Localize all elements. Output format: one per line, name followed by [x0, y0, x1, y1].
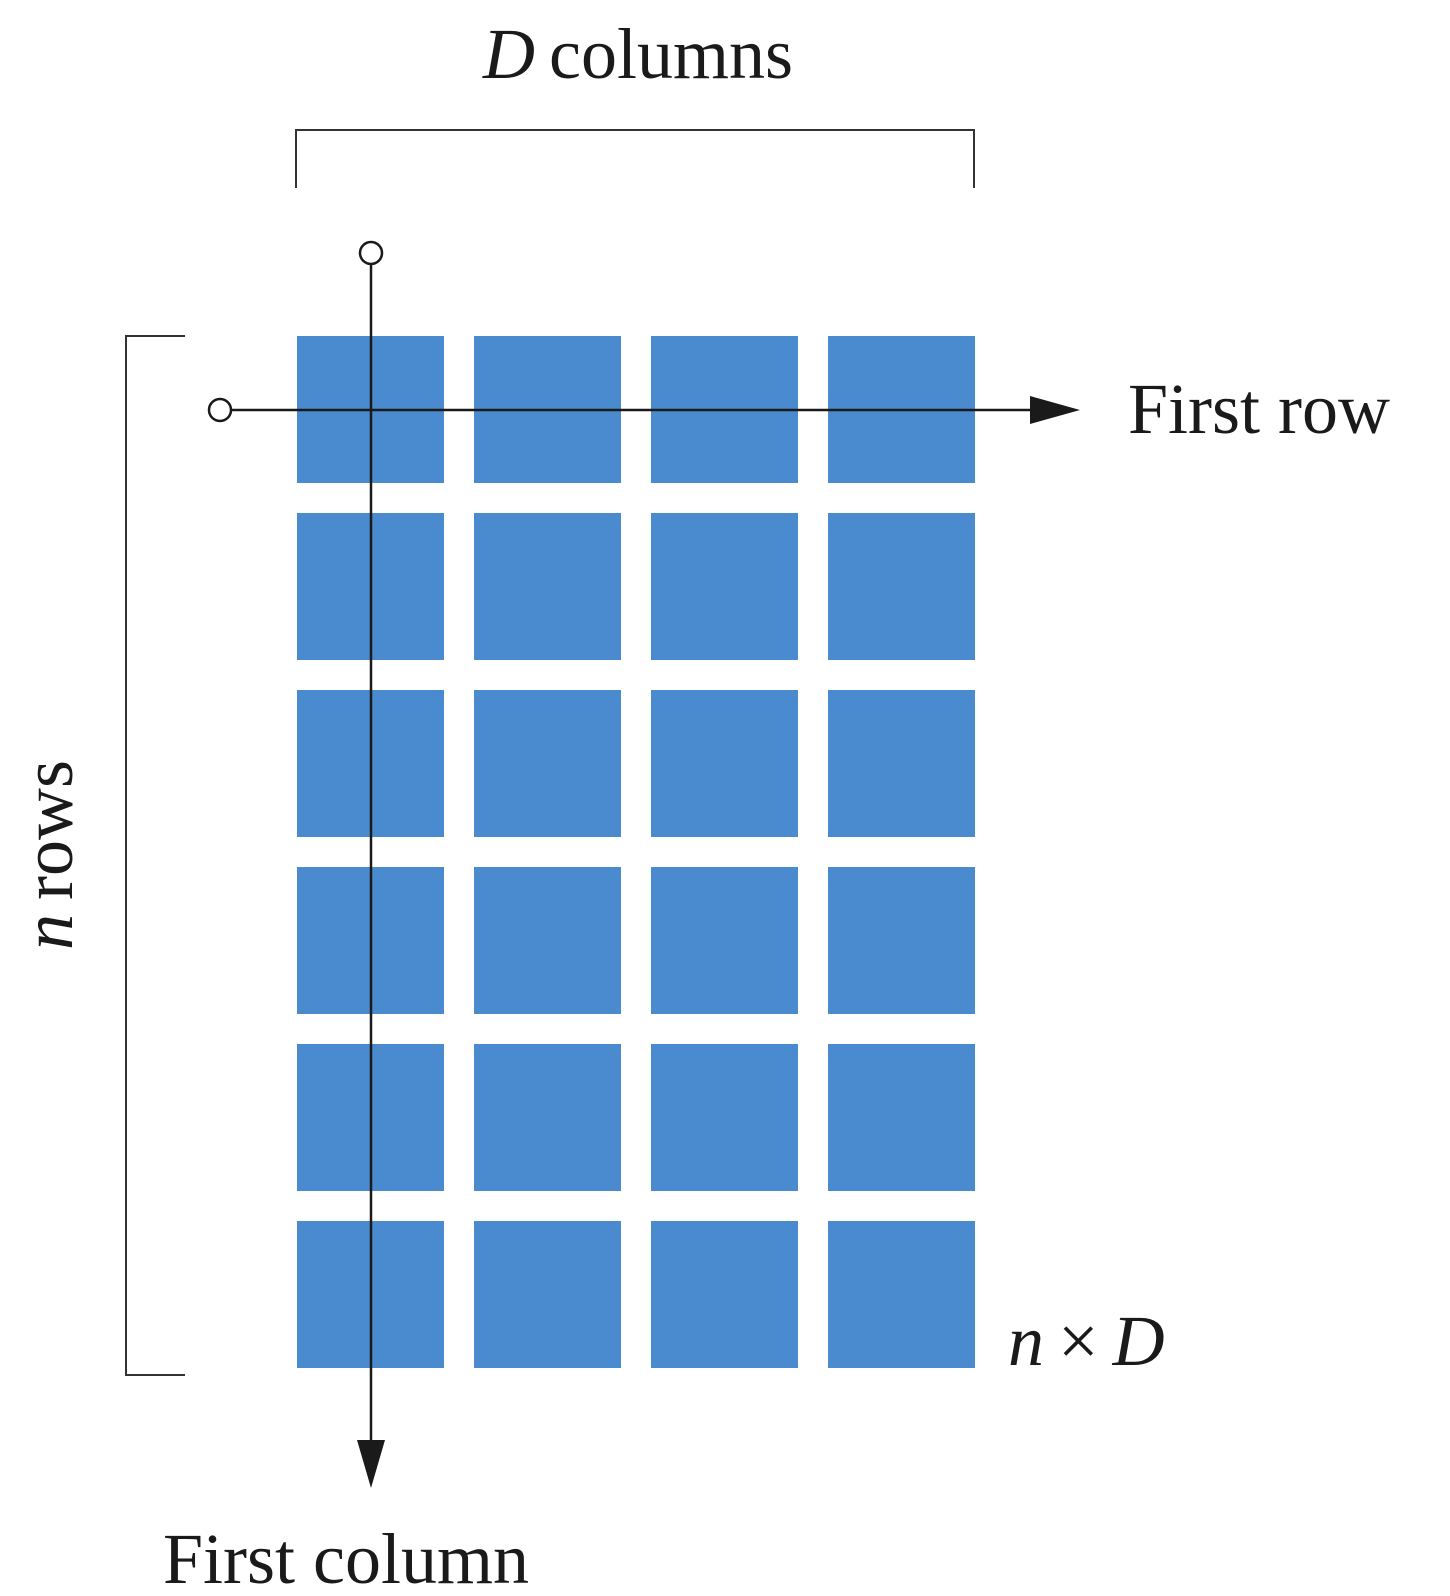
- matrix-cell-r5-c3: [651, 1044, 798, 1191]
- first-column-arrowhead: [357, 1440, 385, 1488]
- first-column-label: First column: [163, 1519, 529, 1596]
- size-times: ×: [1058, 1301, 1099, 1381]
- matrix-cell-r6-c2: [474, 1221, 621, 1368]
- matrix-cell-r2-c3: [651, 513, 798, 660]
- matrix-cell-r4-c4: [828, 867, 975, 1014]
- size-n: n: [1008, 1301, 1044, 1381]
- rows-label: n rows: [8, 760, 88, 950]
- columns-variable: D: [482, 14, 535, 94]
- matrix-cell-r5-c2: [474, 1044, 621, 1191]
- columns-word: columns: [549, 14, 793, 94]
- matrix-cell-r3-c2: [474, 690, 621, 837]
- rows-variable: n: [8, 914, 88, 950]
- first-column-origin: [358, 240, 384, 266]
- matrix-cell-r5-c4: [828, 1044, 975, 1191]
- rows-word: rows: [8, 760, 88, 900]
- first-row-label: First row: [1128, 369, 1390, 449]
- matrix-size-label: n×D: [1008, 1301, 1165, 1381]
- matrix-cell-r4-c3: [651, 867, 798, 1014]
- matrix-cell-r2-c4: [828, 513, 975, 660]
- columns-bracket: [295, 129, 975, 188]
- rows-bracket: [125, 335, 185, 1376]
- matrix-cells: [297, 336, 975, 1368]
- matrix-cell-r3-c3: [651, 690, 798, 837]
- matrix-cell-r2-c2: [474, 513, 621, 660]
- first-row-arrowhead: [1030, 396, 1080, 424]
- matrix-cell-r6-c3: [651, 1221, 798, 1368]
- first-row-origin: [207, 397, 233, 423]
- matrix-cell-r3-c4: [828, 690, 975, 837]
- matrix-cell-r6-c4: [828, 1221, 975, 1368]
- matrix-cell-r4-c2: [474, 867, 621, 1014]
- size-D: D: [1112, 1301, 1165, 1381]
